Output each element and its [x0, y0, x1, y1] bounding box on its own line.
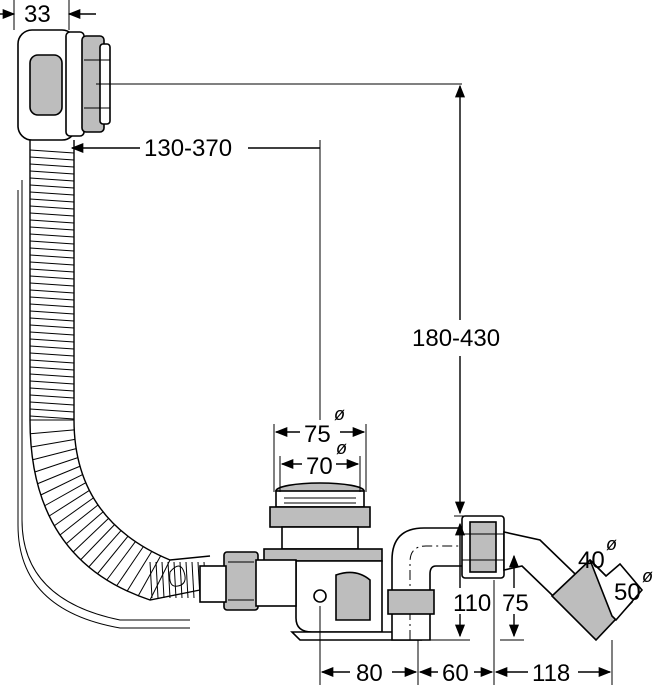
outlet-elbow: [387, 515, 644, 642]
hose-rib: [149, 559, 171, 601]
hose-rib: [191, 561, 195, 599]
hose-rib: [29, 177, 75, 182]
hose-rib: [29, 184, 75, 189]
hose-rib: [29, 310, 75, 315]
hose-rib: [72, 518, 109, 553]
hose-rib: [29, 401, 75, 406]
hose-rib: [149, 561, 153, 599]
hose-rib: [29, 296, 75, 301]
dim-50-diameter: 50: [614, 579, 641, 606]
hose-rib: [54, 497, 94, 527]
hose-rib: [29, 373, 75, 378]
hose-rib: [29, 338, 75, 343]
hose-rib: [48, 489, 90, 517]
hose-rib: [29, 366, 75, 371]
hose-rib: [37, 465, 81, 485]
hose-rib: [29, 317, 75, 322]
hose-rib: [137, 555, 162, 596]
hose-rib: [31, 438, 76, 448]
dim-33: 33: [24, 1, 51, 28]
hose-rib: [29, 387, 75, 392]
hose-rib: [29, 205, 75, 210]
dim-118: 118: [532, 660, 570, 685]
dim-75-height: 75: [502, 590, 529, 617]
hose-rib: [59, 504, 99, 536]
hose-rib: [29, 282, 75, 287]
hose-rib: [29, 156, 75, 161]
hose-rib: [29, 191, 75, 196]
hose-rib: [30, 429, 75, 435]
hose-rib: [40, 474, 83, 496]
diameter-symbol-50: ø: [642, 566, 653, 586]
hose-rib: [29, 254, 75, 259]
hose-rib: [29, 345, 75, 350]
hose-rib: [80, 524, 115, 561]
hose-rib: [34, 457, 78, 473]
hose-rib: [116, 546, 144, 587]
diameter-symbol-75: ø: [334, 404, 345, 424]
hose-rib: [161, 561, 165, 599]
hose-rib: [29, 303, 75, 308]
hose-rib: [29, 380, 75, 385]
hose-rib: [29, 324, 75, 329]
dim-130-370: 130-370: [144, 135, 232, 162]
hose-rib: [167, 561, 171, 599]
hose-rib: [29, 149, 75, 154]
hose-rib: [29, 170, 75, 175]
hose-rib: [29, 219, 75, 224]
hose-rib: [179, 561, 183, 599]
hose-rib: [155, 561, 159, 599]
hose-rib: [185, 561, 189, 599]
hose-rib: [29, 198, 75, 203]
hose-rib: [29, 247, 75, 252]
hose-rib: [44, 482, 87, 507]
dimension-labels: 33 130-370 180-430 75 ø 70 ø 110 75 80 6…: [24, 1, 653, 687]
hose-rib: [29, 275, 75, 280]
dim-70-diameter: 70: [306, 453, 333, 480]
hose-rib: [29, 408, 75, 413]
dim-40-diameter: 40: [578, 547, 605, 574]
hose-rib: [29, 352, 75, 357]
hose-rib: [29, 233, 75, 238]
hose-rib: [106, 541, 136, 581]
dim-180-430: 180-430: [412, 325, 500, 352]
hose-rib: [29, 331, 75, 336]
hose-rib: [29, 394, 75, 399]
hose-rib: [65, 511, 104, 545]
hose-rib: [29, 415, 75, 420]
drain-body: [199, 482, 423, 641]
hose-rib: [88, 530, 122, 568]
hose-rib: [32, 448, 77, 461]
hose-rib: [29, 240, 75, 245]
dim-80: 80: [356, 660, 383, 685]
dim-75-diameter: 75: [304, 421, 331, 448]
hose-rib: [29, 226, 75, 231]
dim-60: 60: [442, 660, 469, 685]
corrugated-hose: [17, 140, 211, 629]
hose-rib: [126, 551, 153, 592]
diameter-symbol-70: ø: [336, 438, 347, 458]
diameter-symbol-40: ø: [606, 534, 617, 554]
hose-rib: [29, 261, 75, 266]
hose-rib: [29, 163, 75, 168]
hose-rib: [29, 212, 75, 217]
dim-110: 110: [453, 590, 491, 617]
overflow-head: [17, 29, 111, 141]
hose-rib: [97, 535, 129, 575]
hose-rib: [29, 359, 75, 364]
hose-rib: [29, 289, 75, 294]
hose-rib: [29, 268, 75, 273]
dimension-lines: [0, 0, 613, 685]
